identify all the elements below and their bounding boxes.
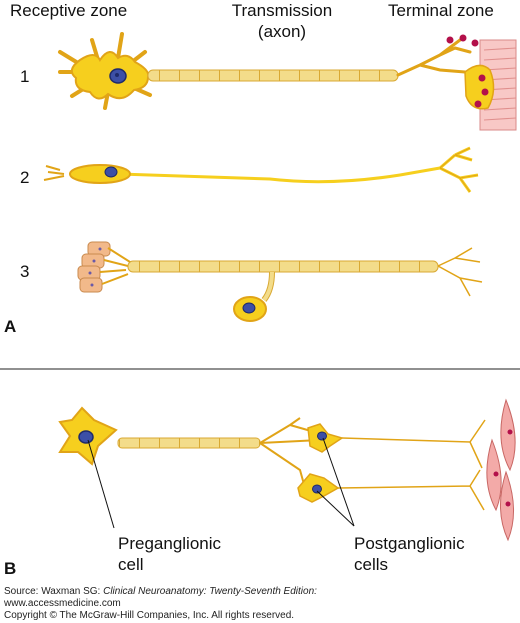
terminal-dot: [471, 39, 479, 47]
postganglionic-label: Postganglionic: [354, 534, 465, 553]
terminal-zone-label: Terminal zone: [388, 1, 494, 20]
panel-b-letter: B: [4, 559, 16, 578]
panel-a-letter: A: [4, 317, 16, 336]
neuron-1: [58, 32, 517, 131]
axon-label: (axon): [258, 22, 306, 41]
terminal-dot: [478, 74, 486, 82]
smooth-muscle-cell: [500, 398, 516, 472]
neuron-3-nucleus: [242, 302, 256, 314]
neuron-2-soma: [69, 164, 131, 184]
transmission-label: Transmission: [232, 1, 332, 20]
row-number-2: 2: [20, 168, 29, 187]
neuron-2-dendrites: [43, 165, 65, 181]
terminal-dot: [446, 36, 454, 44]
neuron-2: [43, 146, 479, 193]
neuron-2-axon: [119, 146, 479, 193]
terminal-dot: [459, 34, 467, 42]
postganglionic-pointer: [322, 437, 355, 527]
row-number-1: 1: [20, 67, 29, 86]
preganglionic-branches: [259, 417, 321, 489]
receptor-cells: [77, 241, 111, 293]
source-line: Source: Waxman SG: Clinical Neuroanatomy…: [4, 586, 317, 597]
neuron-1-dendrites: [58, 32, 152, 110]
neuron-3-dendrites: [99, 247, 131, 285]
preganglionic-axon: [117, 437, 261, 449]
copyright-line: Copyright © The McGraw-Hill Companies, I…: [4, 610, 295, 621]
postganglionic-axons: [337, 419, 486, 511]
autonomic-pathway: [58, 398, 516, 542]
neuron-1-axon: [147, 69, 399, 82]
neuron-3-axon-terminals: [437, 247, 483, 297]
receptive-zone-label: Receptive zone: [10, 1, 127, 20]
row-number-3: 3: [20, 262, 29, 281]
preganglionic-nucleus: [78, 430, 94, 444]
neuron-1-endplate: [464, 64, 495, 110]
preganglionic-label-2: cell: [118, 555, 144, 574]
postganglionic-label-2: cells: [354, 555, 388, 574]
neuron-2-nucleus: [104, 166, 118, 178]
terminal-dot: [474, 100, 482, 108]
neuron-3-axon: [127, 260, 439, 273]
source-url: www.accessmedicine.com: [4, 598, 121, 609]
postganglionic-pointer: [316, 490, 355, 527]
neuron-1-axon-terminals: [396, 38, 472, 77]
preganglionic-label: Preganglionic: [118, 534, 222, 553]
terminal-dot: [481, 88, 489, 96]
neuron-3: [77, 241, 483, 322]
preganglionic-pointer: [87, 439, 115, 529]
